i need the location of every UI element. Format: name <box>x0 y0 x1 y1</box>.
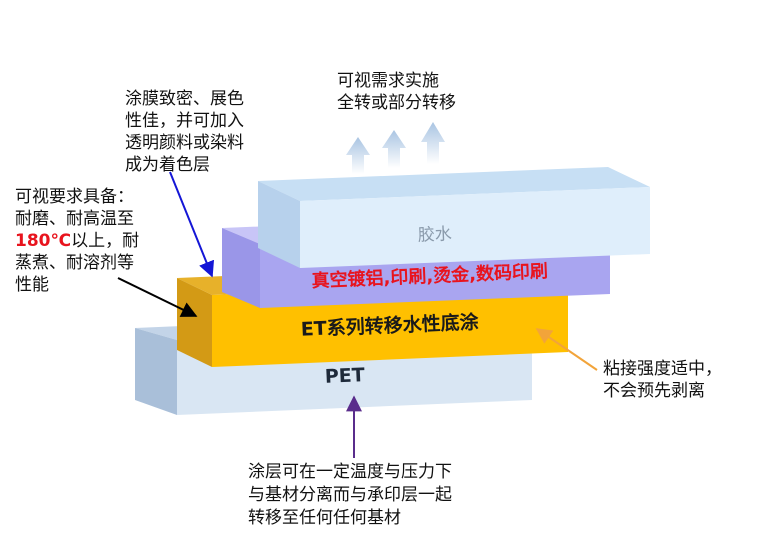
requirement-note-line-4: 蒸煮、耐溶剂等 <box>15 253 134 273</box>
requirement-note-line-1: 可视要求具备： <box>15 187 134 207</box>
transfer-arrows <box>346 122 445 174</box>
transfer-note: 可视需求实施 全转或部分转移 <box>337 70 456 114</box>
temperature-value: 180℃ <box>15 231 72 251</box>
up-arrow-2 <box>382 130 406 168</box>
requirement-note-line-2: 耐磨、耐高温至 <box>15 209 134 229</box>
film-note-line-4: 成为着色层 <box>125 155 210 175</box>
requirement-note-line-3: 180℃以上，耐 <box>15 230 139 252</box>
release-note-line-3: 转移至任何任何基材 <box>248 508 401 528</box>
film-note-line-3: 透明颜料或染料 <box>125 133 244 153</box>
transfer-note-line-1: 可视需求实施 <box>337 71 439 91</box>
glue-side-face <box>258 181 300 268</box>
release-note-line-2: 与基材分离而与承印层一起 <box>248 485 452 505</box>
requirement-note-line-5: 性能 <box>15 275 49 295</box>
film-callout-arrow <box>169 171 215 278</box>
coating-side-face <box>177 278 212 367</box>
up-arrow-3 <box>421 122 445 164</box>
pet-side-face <box>135 328 177 415</box>
adhesion-callout-arrow <box>535 328 598 371</box>
requirement-note: 可视要求具备： 耐磨、耐高温至 180℃以上，耐 蒸煮、耐溶剂等 性能 <box>15 186 139 296</box>
film-note: 涂膜致密、展色 性佳，并可加入 透明颜料或染料 成为着色层 <box>125 88 244 176</box>
release-note-line-1: 涂层可在一定温度与压力下 <box>248 462 452 482</box>
glue-layer: 胶水 <box>258 167 650 268</box>
up-arrow-1 <box>346 137 370 174</box>
adhesion-note-line-1: 粘接强度适中， <box>603 359 722 379</box>
film-note-line-2: 性佳，并可加入 <box>125 111 244 131</box>
release-note: 涂层可在一定温度与压力下 与基材分离而与承印层一起 转移至任何任何基材 <box>248 461 452 530</box>
transfer-note-line-2: 全转或部分转移 <box>337 93 456 113</box>
adhesion-note-line-2: 不会预先剥离 <box>603 381 705 401</box>
adhesion-note: 粘接强度适中， 不会预先剥离 <box>603 358 722 402</box>
film-note-line-1: 涂膜致密、展色 <box>125 89 244 109</box>
metal-side-face <box>222 228 260 308</box>
glue-front-face <box>300 187 650 268</box>
requirement-callout-arrow <box>117 277 198 317</box>
requirement-note-line-3-rest: 以上，耐 <box>71 231 140 251</box>
glue-label: 胶水 <box>417 224 452 245</box>
glue-top-face <box>258 167 650 201</box>
pet-label: PET <box>324 364 365 388</box>
